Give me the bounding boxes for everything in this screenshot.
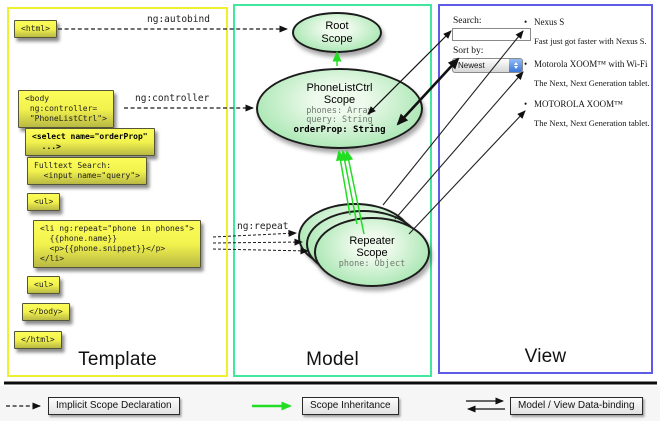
scope-prop-query: query: String	[306, 115, 373, 126]
phone-item-desc: The Next, Next Generation tablet.	[534, 118, 650, 128]
panel-model-label: Model	[306, 349, 359, 370]
repeater-scope-title: Repeater Scope	[349, 234, 395, 260]
search-input[interactable]	[452, 28, 531, 41]
code-box-html-open: <html>	[14, 20, 57, 38]
view-sortby-label: Sort by:	[453, 46, 484, 56]
legend-data-binding: Model / View Data-binding	[510, 397, 643, 415]
phone-item-desc: The Next, Next Generation tablet.	[534, 78, 650, 88]
bullet-icon: •	[524, 59, 528, 69]
label-ng-autobind: ng:autobind	[147, 14, 210, 25]
panel-model: Model	[233, 4, 432, 377]
panel-view-label: View	[524, 346, 567, 367]
phone-item-desc: Fast just got faster with Nexus S.	[534, 36, 647, 46]
phonelistctrl-scope-ellipse: PhoneListCtrl Scope phones: Array query:…	[256, 68, 423, 149]
legend-scope-inheritance: Scope Inheritance	[302, 397, 399, 415]
phone-item-title: MOTOROLA XOOM™	[534, 99, 623, 109]
code-box-ul-close: <ul>	[27, 276, 61, 294]
panel-template-label: Template	[78, 349, 157, 370]
scope-prop-orderprop: orderProp: String	[293, 124, 386, 135]
phonelistctrl-scope-title: PhoneListCtrl Scope	[306, 81, 373, 107]
panel-template: Template	[7, 7, 228, 377]
sort-dropdown[interactable]: Newest	[452, 58, 523, 73]
panel-view: View Search: Sort by: Newest • Nexus S F…	[438, 4, 653, 374]
label-ng-repeat: ng:repeat	[237, 221, 289, 232]
code-box-body-close: </body>	[22, 303, 70, 321]
sort-dropdown-value: Newest	[458, 61, 485, 70]
select-stepper-icon	[509, 59, 522, 72]
scope-prop-phone: phone: Object	[338, 258, 406, 269]
code-box-fulltext: Fulltext Search: <input name="query">	[27, 157, 147, 185]
code-box-html-close: </html>	[14, 331, 62, 349]
label-ng-controller: ng:controller	[135, 93, 210, 104]
root-scope-title: Root Scope	[321, 20, 353, 45]
view-search-label: Search:	[453, 16, 482, 26]
bullet-icon: •	[524, 17, 528, 27]
scope-prop-phones: phones: Array	[306, 105, 373, 116]
code-box-li-repeat: <li ng:repeat="phone in phones"> {{phone…	[33, 220, 202, 268]
repeater-scope-ellipse: Repeater Scope phone: Object	[314, 217, 430, 287]
phone-item-title: Nexus S	[534, 17, 565, 27]
legend-implicit-scope: Implicit Scope Declaration	[48, 397, 180, 415]
code-box-body-open: <body ng:controller= "PhoneListCtrl">	[18, 90, 114, 128]
bullet-icon: •	[524, 99, 528, 109]
code-box-select: <select name="orderProp" ...>	[25, 128, 155, 156]
phone-item-title: Motorola XOOM™ with Wi-Fi	[534, 59, 648, 69]
root-scope-ellipse: Root Scope	[292, 12, 382, 53]
code-box-ul-open: <ul>	[27, 193, 61, 211]
